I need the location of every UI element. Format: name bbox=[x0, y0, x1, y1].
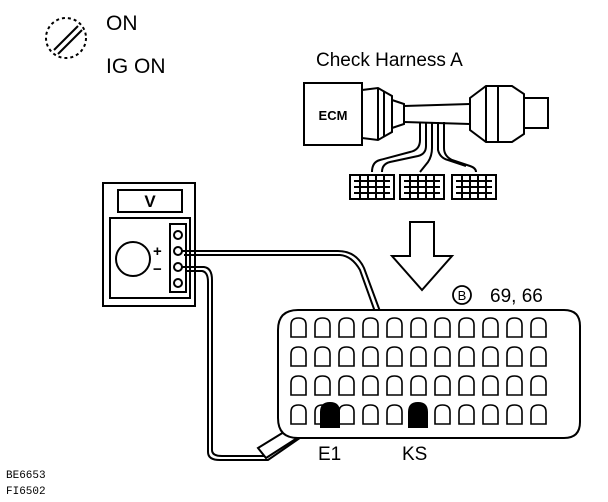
meter-jack bbox=[173, 246, 183, 256]
connector-cavity bbox=[386, 375, 403, 396]
connector-cavity bbox=[458, 317, 475, 338]
connector-cavity bbox=[506, 346, 523, 367]
figure-code-1: BE6653 bbox=[6, 470, 46, 482]
ig-on-label: IG ON bbox=[106, 55, 166, 78]
ecm-connector-b bbox=[277, 309, 581, 439]
connector-cavity bbox=[410, 375, 427, 396]
connector-cavity bbox=[362, 404, 379, 425]
harness-title: Check Harness A bbox=[316, 50, 463, 71]
connector-cavity bbox=[338, 404, 355, 425]
connector-cavity bbox=[386, 317, 403, 338]
connector-cavity bbox=[482, 346, 499, 367]
harness-connector-right bbox=[451, 174, 497, 200]
harness-connector-left bbox=[349, 174, 395, 200]
connector-cavity bbox=[290, 404, 307, 425]
connector-cavity bbox=[506, 317, 523, 338]
connector-cavity bbox=[530, 346, 547, 367]
meter-dial bbox=[115, 241, 151, 277]
connector-cavity bbox=[314, 346, 331, 367]
terminal-ks-label: KS bbox=[402, 444, 427, 465]
ecm-label: ECM bbox=[319, 108, 348, 123]
connector-cavity bbox=[530, 375, 547, 396]
connector-cavity bbox=[362, 317, 379, 338]
ignition-switch-icon bbox=[45, 17, 87, 59]
connector-cavity bbox=[314, 317, 331, 338]
connector-cavity bbox=[434, 346, 451, 367]
connector-cavity bbox=[410, 317, 427, 338]
connector-cavity bbox=[290, 346, 307, 367]
connector-pins-label: 69, 66 bbox=[490, 286, 543, 307]
connector-cavity bbox=[506, 404, 523, 425]
connector-cavity bbox=[410, 346, 427, 367]
connector-cavity bbox=[362, 346, 379, 367]
ecm-box bbox=[303, 82, 363, 146]
meter-jack bbox=[173, 262, 183, 272]
e1-probe-pin bbox=[320, 402, 340, 428]
connector-cavity bbox=[338, 346, 355, 367]
connector-cavity bbox=[530, 317, 547, 338]
connector-cavity bbox=[458, 404, 475, 425]
meter-display bbox=[117, 189, 183, 213]
meter-display-label: V bbox=[144, 192, 156, 211]
connector-cavity bbox=[434, 317, 451, 338]
check-harness-illustration: ECM bbox=[303, 82, 549, 200]
connector-cavity bbox=[386, 346, 403, 367]
connector-cavity bbox=[434, 375, 451, 396]
connector-cavity bbox=[338, 375, 355, 396]
connector-cavity bbox=[434, 404, 451, 425]
connector-cavity bbox=[482, 404, 499, 425]
down-arrow-icon bbox=[389, 221, 455, 292]
connector-cavity bbox=[290, 375, 307, 396]
connector-cavity bbox=[458, 346, 475, 367]
connector-cavity bbox=[482, 317, 499, 338]
connector-id: B bbox=[458, 288, 467, 303]
meter-jack bbox=[173, 278, 183, 288]
connector-id-icon bbox=[452, 285, 472, 305]
connector-cavity bbox=[314, 375, 331, 396]
meter-minus: − bbox=[153, 261, 162, 278]
connector-cavity bbox=[482, 375, 499, 396]
connector-cavity bbox=[362, 375, 379, 396]
connector-cavity bbox=[290, 317, 307, 338]
voltmeter: V + − bbox=[102, 182, 196, 307]
connector-cavity bbox=[530, 404, 547, 425]
connector-cavity bbox=[386, 404, 403, 425]
on-label: ON bbox=[106, 12, 138, 35]
connector-pin-grid bbox=[290, 317, 547, 425]
meter-jack bbox=[173, 230, 183, 240]
figure-code-2: FI6502 bbox=[6, 486, 46, 498]
connector-cavity bbox=[458, 375, 475, 396]
harness-connector-middle bbox=[399, 174, 445, 200]
connector-cavity bbox=[338, 317, 355, 338]
meter-plus: + bbox=[153, 243, 162, 260]
ks-probe-pin bbox=[408, 402, 428, 428]
connector-cavity bbox=[506, 375, 523, 396]
terminal-e1-label: E1 bbox=[318, 444, 341, 465]
